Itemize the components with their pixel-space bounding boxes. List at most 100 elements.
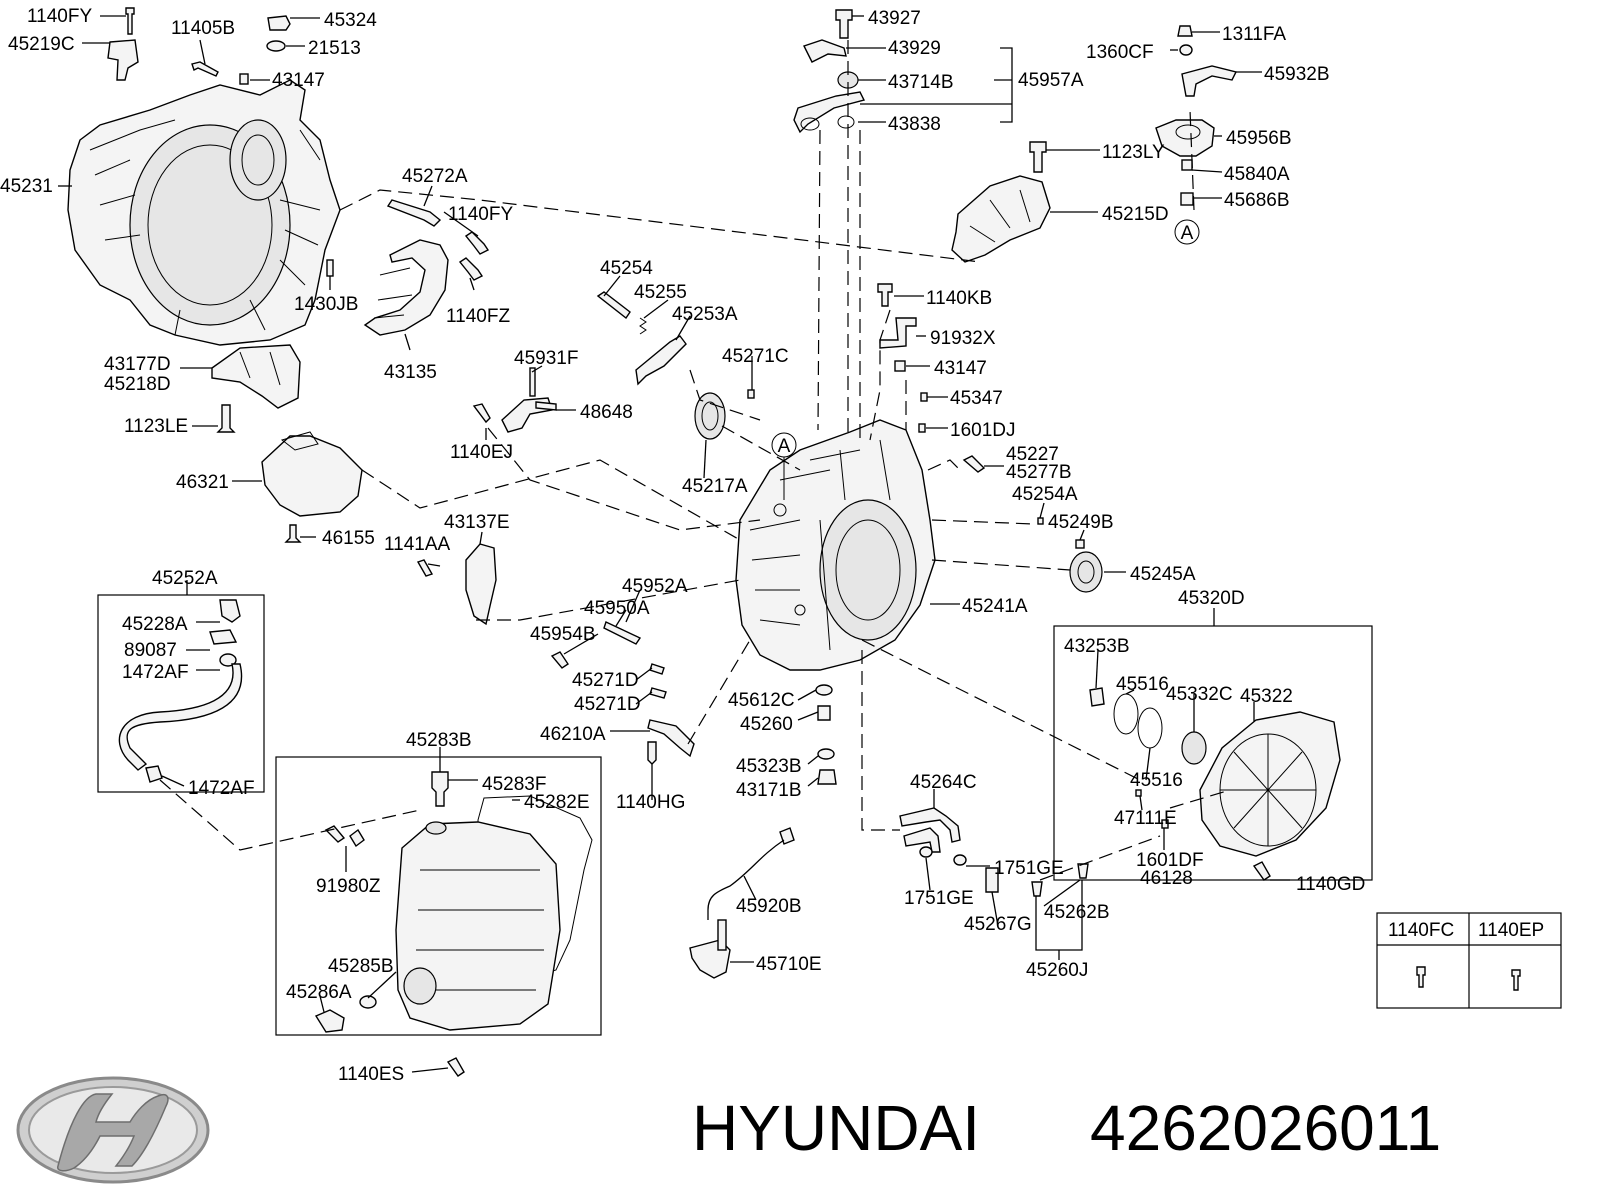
label-45957a: 45957A [1018,70,1084,91]
plug-43147-b [894,360,906,372]
transmission-housing-left [67,79,341,346]
seal-45612c [815,684,833,696]
pin-47111e [1135,789,1142,797]
label-45231: 45231 [0,176,53,197]
bolt-45954b [550,651,569,669]
label-45347: 45347 [950,388,1003,409]
label-1311fa: 1311FA [1222,24,1286,45]
sensor-45710e-rod [717,919,727,951]
label-45323b: 45323B [736,756,802,777]
bracket-43177d [211,344,301,409]
label-91932x: 91932X [930,328,996,349]
label-45264c: 45264C [910,772,977,793]
cover-43137e [465,543,497,626]
label-1472af: 1472AF [122,662,189,683]
label-45271c: 45271C [722,346,789,367]
legend-label-1140ep: 1140EP [1478,920,1544,941]
label-45332c: 45332C [1166,684,1233,705]
plug-45260 [817,705,831,721]
label-45931f: 45931F [514,348,578,369]
ring-43253b [1089,687,1105,707]
label-45260j: 45260J [1026,960,1088,981]
label-43714b: 43714B [888,72,954,93]
label-45516-b: 45516 [1130,770,1183,791]
label-1601dj: 1601DJ [950,420,1016,441]
label-45954b: 45954B [530,624,596,645]
pin-1601dj [918,423,926,433]
lever-43838 [793,91,866,134]
seal-45285b [359,995,377,1009]
clip-91980z [349,828,365,848]
label-47111e: 47111E [1114,808,1177,829]
pin-45271d-a [649,663,665,675]
plug-43171b [817,769,837,785]
deflector-43135 [363,239,449,336]
label-1140kb: 1140KB [926,288,992,309]
cover-45215d [951,175,1051,263]
label-21513: 21513 [308,38,361,59]
bolt-46155 [284,524,302,543]
label-45228a: 45228A [122,614,188,635]
clamp-1472af-a [219,653,237,667]
label-45272a: 45272A [402,166,468,187]
clamp-1472af-b [145,765,163,783]
bolt-45267g [985,867,999,893]
group-box-45283b [275,756,602,1036]
label-45254a: 45254A [1012,484,1078,505]
label-45249b: 45249B [1048,512,1114,533]
label-45840a: 45840A [1224,164,1290,185]
label-1360cf: 1360CF [1086,42,1154,63]
label-46128: 46128 [1140,868,1193,889]
label-45920b: 45920B [736,896,802,917]
oil-pan [395,821,561,1031]
transmission-case-45241a [735,419,936,671]
pin-45271d-b [649,687,667,699]
label-45271d: 45271D [572,670,639,691]
label-43927: 43927 [868,8,921,29]
bolt-1140fy-top [125,7,135,35]
part-labels: 1140FY 11405B 45324 45219C 21513 43147 4… [0,6,1544,1085]
label-43177d: 43177D [104,354,171,375]
washer-21513 [266,40,286,52]
label-45322: 45322 [1240,686,1293,707]
label-45241a: 45241A [962,596,1028,617]
label-43135: 43135 [384,362,437,383]
label-43147-b: 43147 [934,358,987,379]
seal-45332c [1181,731,1207,765]
plug-45271c [747,389,755,399]
hose-45252a [118,663,243,771]
label-43929: 43929 [888,38,941,59]
label-45255: 45255 [634,282,687,303]
pin-1601df [1161,819,1169,829]
label-45267g: 45267G [964,914,1032,935]
connector-89087 [209,629,238,645]
bolt-1140ej [472,403,491,424]
label-45215d: 45215D [1102,204,1169,225]
washer-1751ge-b [919,846,933,858]
pin-45254 [596,291,631,320]
label-45217a: 45217A [682,476,748,497]
label-91980z: 91980Z [316,876,381,897]
pin-1430jb [326,259,334,277]
label-1140gd: 1140GD [1296,874,1365,895]
label-45218d: 45218D [104,374,171,395]
callout-a-top: A [1174,219,1200,245]
plug-45262b-b [1077,863,1089,879]
group-box-45252a [97,594,265,793]
bolt-1123le [216,404,236,433]
label-45710e: 45710E [756,954,822,975]
assembly-lines [159,40,1231,881]
label-45282e: 45282E [524,792,590,813]
label-1472af-b: 1472AF [188,778,255,799]
label-1140es: 1140ES [338,1064,404,1085]
label-45245a: 45245A [1130,564,1196,585]
lever-46210a [647,719,695,758]
oring-45516-b [1137,707,1163,749]
label-45285b: 45285B [328,956,394,977]
seal-45840a [1181,159,1193,171]
label-1140hg: 1140HG [616,792,685,813]
label-1140ej: 1140EJ [450,442,513,463]
label-1140fy: 1140FY [27,6,92,27]
bolt-1123ly [1029,141,1047,173]
label-45932b: 45932B [1264,64,1330,85]
